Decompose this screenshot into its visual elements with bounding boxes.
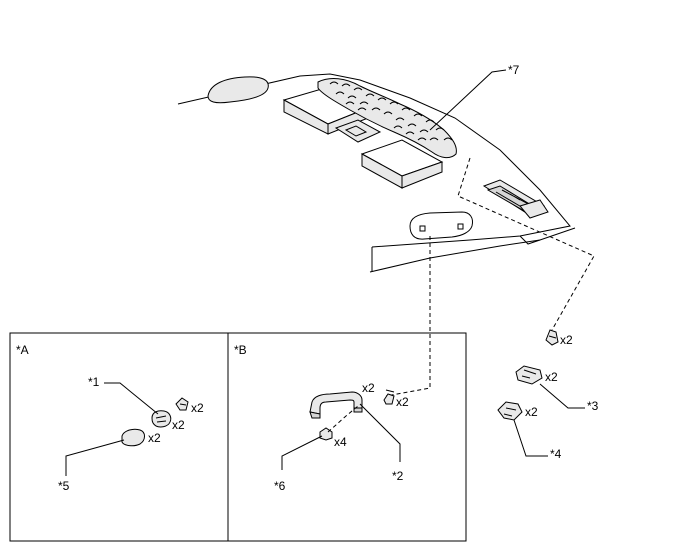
assist-grip-2 — [309, 391, 363, 419]
qty-screw-b: x4 — [334, 435, 347, 449]
clip-a — [175, 397, 189, 411]
qty-clip-right: x2 — [560, 333, 573, 347]
bracket-3 — [515, 365, 543, 385]
leader-line-2 — [359, 403, 401, 462]
qty-cap-a: x2 — [172, 418, 185, 432]
roof-headliner — [177, 73, 576, 273]
callout-2: *2 — [392, 469, 404, 483]
inset-box-a — [9, 332, 229, 542]
callout-7: *7 — [508, 63, 520, 77]
callout-6: *6 — [274, 479, 286, 493]
leader-line-5 — [65, 439, 125, 476]
reference-line-screw — [327, 405, 359, 433]
reference-line-grip — [385, 236, 431, 397]
roof-wiring-cluster — [317, 78, 457, 159]
callout-4: *4 — [550, 447, 562, 461]
map-lamp-cap-1 — [151, 410, 172, 428]
inset-box-b — [227, 332, 467, 542]
qty-holder-4: x2 — [525, 405, 538, 419]
qty-bracket-3: x2 — [545, 370, 558, 384]
holder-4 — [497, 401, 523, 421]
callout-5: *5 — [58, 479, 70, 493]
leader-line-1 — [104, 382, 159, 415]
callout-3: *3 — [587, 399, 599, 413]
leader-line-6 — [281, 435, 323, 470]
leader-line-7 — [429, 69, 507, 131]
qty-clip-b: x2 — [396, 395, 409, 409]
clip-b-top — [385, 389, 395, 393]
leader-line-3 — [539, 383, 585, 409]
panel-label-a: *A — [16, 343, 29, 357]
qty-grip-b: x2 — [362, 381, 375, 395]
cover-5 — [121, 428, 145, 447]
panel-label-b: *B — [234, 343, 247, 357]
qty-cover-a: x2 — [148, 431, 161, 445]
leader-line-4 — [513, 419, 548, 457]
qty-clip-a: x2 — [191, 401, 204, 415]
callout-1: *1 — [88, 375, 100, 389]
clip-right — [545, 329, 559, 346]
clip-b — [383, 389, 395, 405]
reference-line-right — [457, 157, 595, 331]
